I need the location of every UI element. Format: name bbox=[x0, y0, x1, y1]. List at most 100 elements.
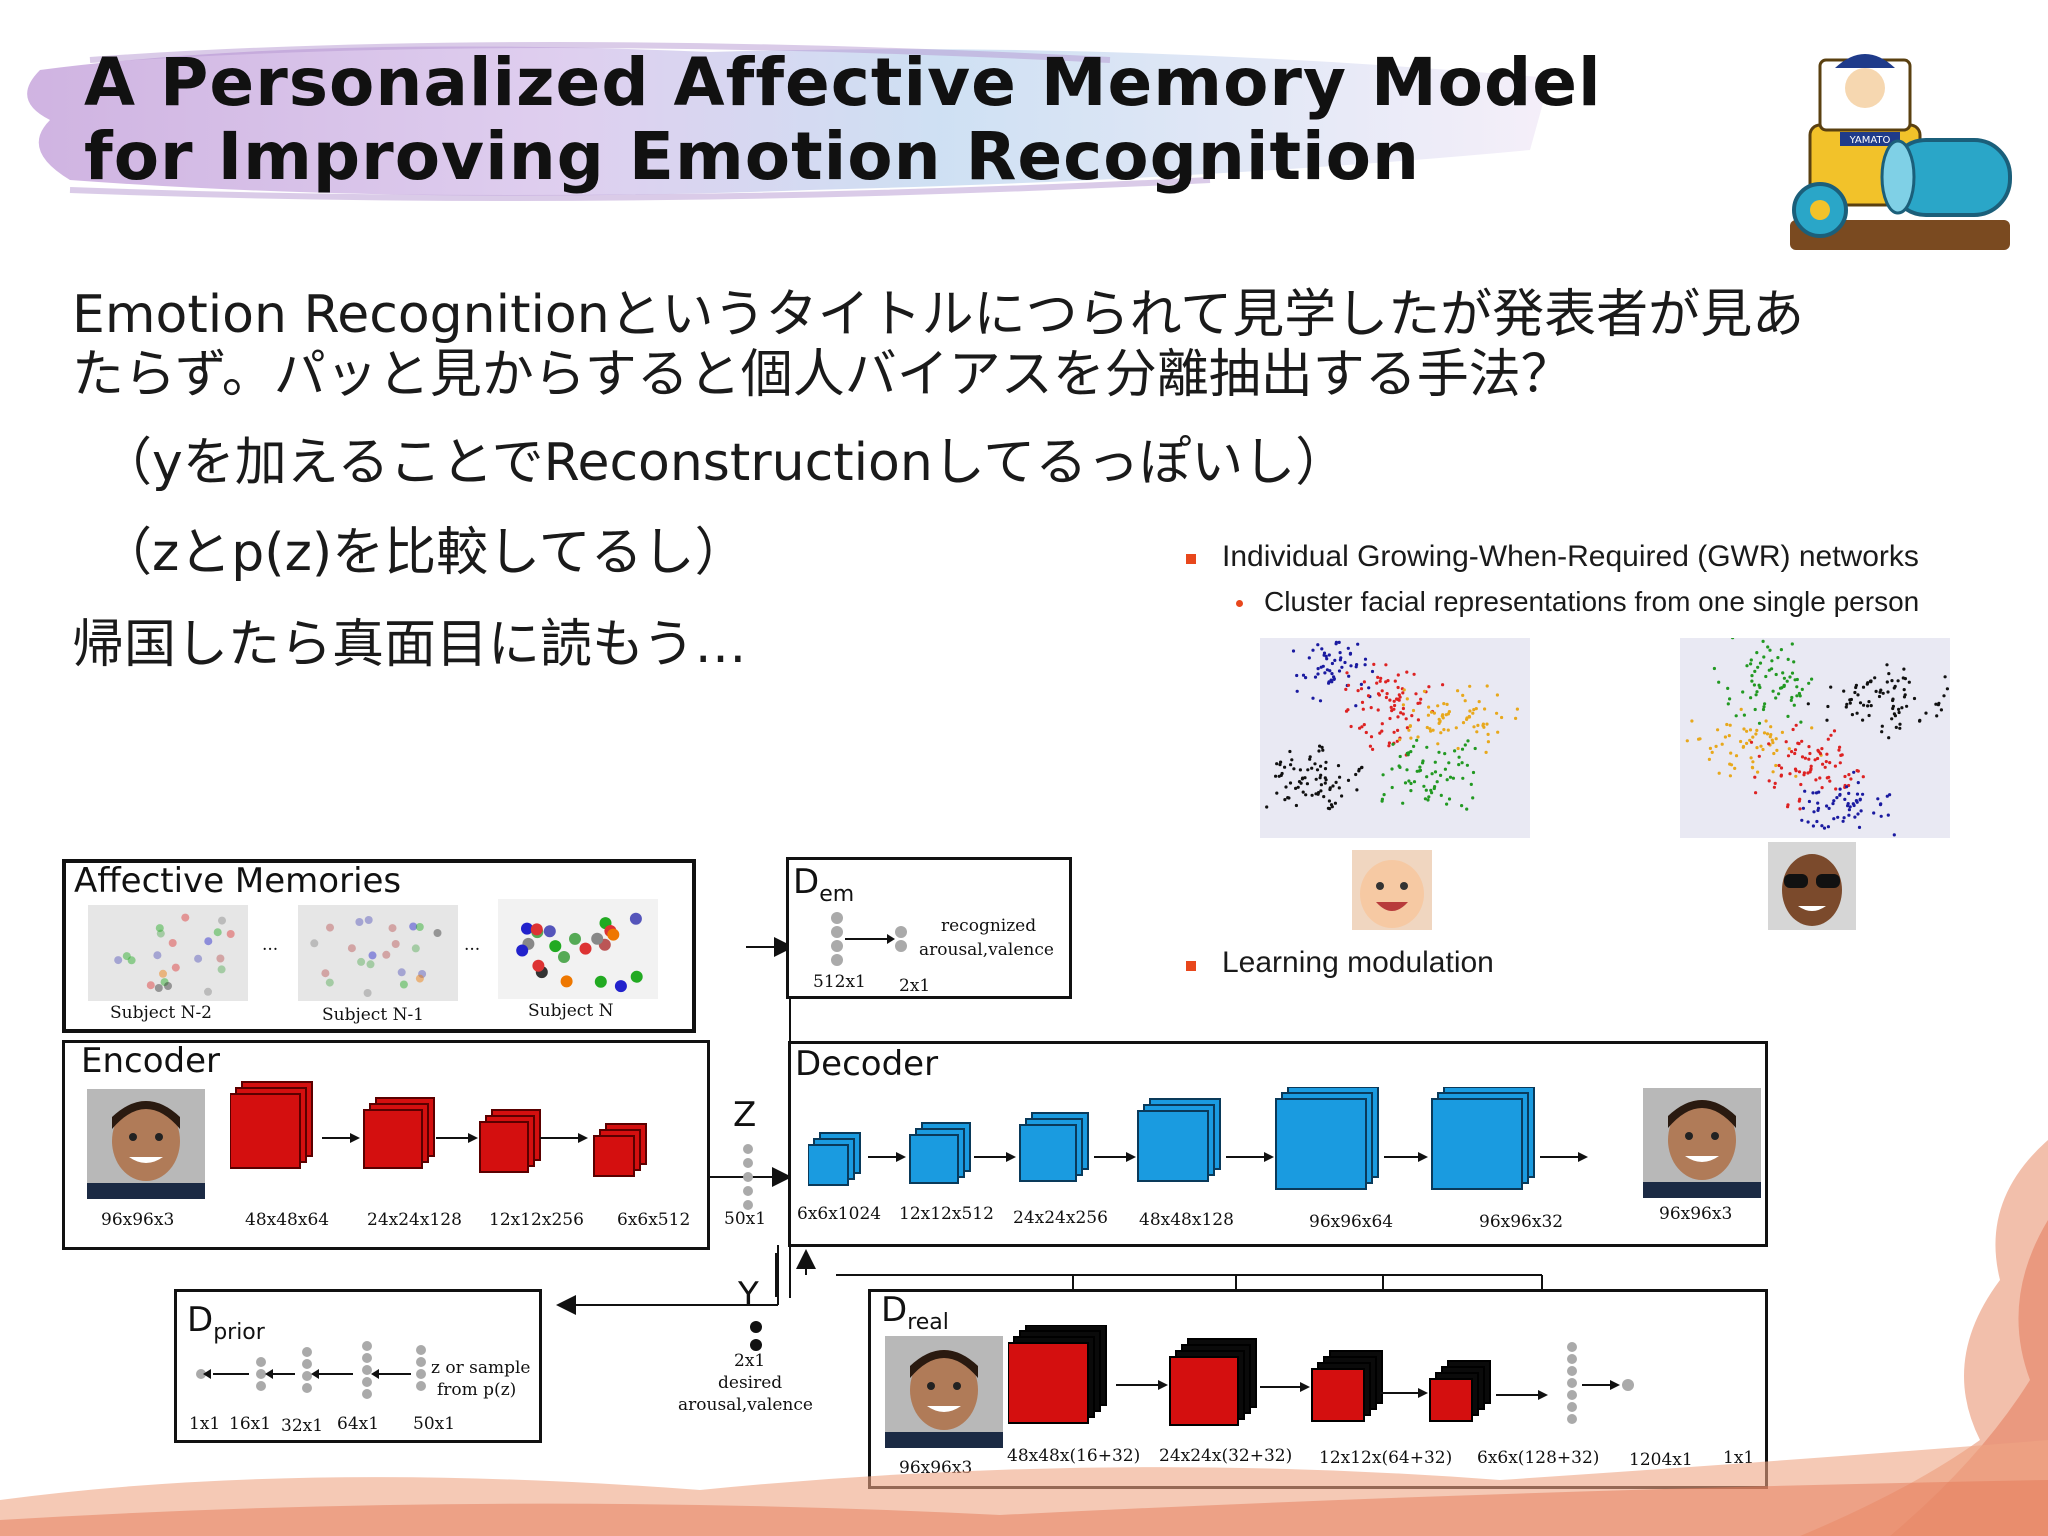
scatter-point bbox=[1750, 674, 1754, 678]
scatter-point bbox=[1816, 748, 1820, 752]
scatter-point bbox=[1797, 770, 1802, 774]
scatter-point bbox=[1411, 708, 1416, 713]
scatter-point bbox=[1818, 776, 1822, 780]
scatter-point bbox=[1460, 761, 1464, 765]
gwr-bullet-1: Individual Growing-When-Required (GWR) n… bbox=[1222, 540, 1919, 573]
scatter-point bbox=[1755, 690, 1759, 694]
scatter-point bbox=[1849, 777, 1853, 781]
scatter-point bbox=[1887, 736, 1891, 740]
scatter-point bbox=[1401, 801, 1405, 805]
scatter-point bbox=[1429, 788, 1433, 792]
scatter-point bbox=[1770, 738, 1774, 742]
scatter-point bbox=[1826, 737, 1830, 741]
scatter-point bbox=[1495, 711, 1499, 715]
scatter-point bbox=[1320, 647, 1324, 651]
slide-title-line1: A Personalized Affective Memory Model bbox=[84, 44, 1602, 121]
encoder-size-label: 12x12x256 bbox=[489, 1210, 584, 1230]
scatter-point bbox=[1388, 698, 1392, 702]
scatter-point bbox=[1278, 763, 1282, 767]
scatter-point bbox=[1290, 758, 1294, 762]
scatter-point bbox=[1349, 724, 1353, 729]
scatter-point bbox=[1826, 825, 1830, 829]
scatter-point bbox=[1836, 815, 1840, 819]
scatter-point bbox=[1865, 682, 1869, 686]
scatter-point bbox=[1448, 775, 1453, 779]
scatter-point bbox=[1296, 785, 1300, 789]
scatter-point bbox=[1412, 780, 1417, 784]
memory-point bbox=[629, 912, 642, 925]
scatter-point bbox=[1402, 688, 1406, 692]
scatter-point bbox=[1707, 757, 1711, 761]
scatter-point bbox=[1362, 680, 1366, 684]
scatter-point bbox=[1380, 799, 1384, 803]
scatter-point bbox=[1728, 697, 1732, 701]
scatter-point bbox=[1336, 764, 1341, 768]
scatter-point bbox=[1384, 695, 1388, 700]
scatter-point bbox=[1893, 684, 1897, 688]
scatter-point bbox=[1412, 672, 1416, 676]
scatter-point bbox=[1345, 671, 1349, 675]
scatter-point bbox=[1432, 786, 1436, 791]
scatter-point bbox=[1855, 769, 1859, 773]
scatter-point bbox=[1380, 729, 1384, 733]
scatter-point bbox=[1891, 698, 1895, 703]
scatter-point bbox=[1376, 708, 1380, 712]
scatter-point bbox=[1772, 751, 1776, 756]
scatter-point bbox=[1813, 758, 1817, 762]
d-em-title: Dem bbox=[793, 862, 855, 907]
scatter-point bbox=[1398, 738, 1402, 742]
scatter-point bbox=[1310, 766, 1314, 770]
scatter-point bbox=[1793, 751, 1797, 756]
memory-point bbox=[159, 969, 167, 978]
scatter-point bbox=[1422, 689, 1427, 693]
scatter-point bbox=[1363, 663, 1367, 667]
d-prior-size: 32x1 bbox=[281, 1416, 324, 1436]
scatter-point bbox=[1417, 769, 1421, 773]
scatter-point bbox=[1437, 750, 1441, 754]
scatter-point bbox=[1388, 716, 1392, 721]
scatter-point bbox=[1311, 696, 1315, 700]
scatter-point bbox=[1369, 735, 1374, 739]
arrow-head bbox=[1264, 1152, 1274, 1162]
arrow-head bbox=[1610, 1380, 1620, 1390]
scatter-point bbox=[1486, 732, 1490, 736]
scatter-point bbox=[1856, 781, 1860, 785]
scatter-point bbox=[1332, 677, 1336, 681]
scatter-point bbox=[1762, 655, 1766, 659]
scatter-point bbox=[1279, 760, 1283, 764]
d-real-size-label: 1204x1 bbox=[1629, 1450, 1693, 1470]
scatter-point bbox=[1902, 688, 1906, 692]
mascot-steamroller-logo: YAMATO bbox=[1790, 54, 2012, 250]
scatter-point bbox=[1378, 731, 1382, 735]
scatter-point bbox=[1481, 723, 1485, 728]
scatter-point bbox=[1485, 722, 1489, 726]
scatter-point bbox=[1274, 774, 1278, 778]
scatter-point bbox=[1313, 762, 1317, 766]
scatter-point bbox=[1424, 788, 1428, 792]
arrow-head bbox=[1158, 1380, 1168, 1390]
scatter-point bbox=[1343, 660, 1347, 665]
scatter-point bbox=[1436, 742, 1440, 746]
scatter-point bbox=[1756, 665, 1760, 669]
conv-layer-block bbox=[808, 1144, 849, 1186]
scatter-point bbox=[1728, 723, 1732, 727]
memory-plot-n bbox=[498, 899, 658, 999]
scatter-point bbox=[1814, 778, 1818, 782]
scatter-point bbox=[1418, 701, 1422, 705]
scatter-point bbox=[1313, 675, 1318, 679]
scatter-point bbox=[1878, 803, 1883, 807]
scatter-point bbox=[1846, 804, 1850, 808]
memory-point bbox=[411, 944, 420, 953]
scatter-point bbox=[1376, 675, 1380, 679]
d-prior-size: 16x1 bbox=[229, 1414, 272, 1434]
scatter-point bbox=[1319, 789, 1323, 793]
scatter-point bbox=[1767, 668, 1771, 672]
scatter-point bbox=[1346, 778, 1351, 782]
scatter-point bbox=[1739, 739, 1743, 744]
affective-memories-box: Affective Memories ... ... Subject N-2 S… bbox=[62, 859, 696, 1033]
scatter-point bbox=[1319, 764, 1323, 768]
scatter-point bbox=[1414, 692, 1418, 696]
scatter-point bbox=[1439, 773, 1443, 777]
scatter-point bbox=[1816, 801, 1820, 805]
scatter-point bbox=[1409, 781, 1413, 786]
